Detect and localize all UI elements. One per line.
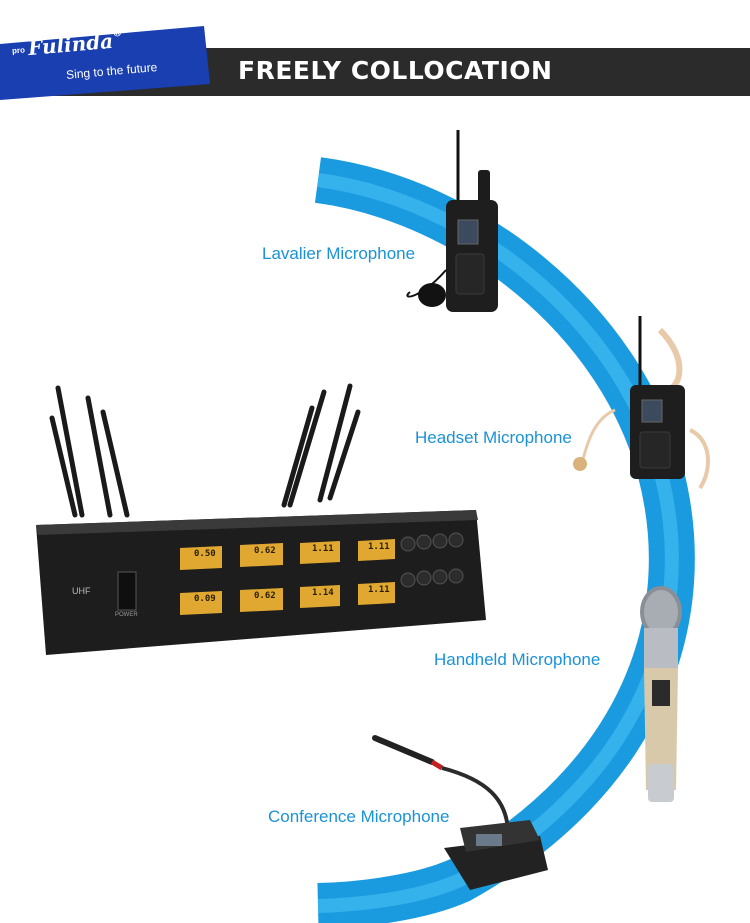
label-handheld-microphone: Handheld Microphone (434, 650, 601, 669)
label-headset-microphone: Headset Microphone (415, 428, 572, 447)
receiver-knobs (400, 532, 464, 588)
brand-registered: ® (111, 27, 123, 40)
logo-banner (0, 26, 210, 100)
lcd-readout-1: 0.50 (194, 549, 216, 559)
lcd-readout-8: 1.11 (368, 585, 390, 595)
receiver-displays (180, 539, 395, 615)
lavalier-transmitter (406, 130, 498, 312)
headset-transmitter (573, 316, 711, 490)
lcd-readout-6: 0.62 (254, 591, 276, 601)
lcd-readout-5: 0.09 (194, 594, 216, 604)
label-lavalier-microphone: Lavalier Microphone (262, 244, 416, 263)
receiver-antennas (49, 383, 361, 518)
label-conference-microphone: Conference Microphone (268, 807, 450, 826)
page-title: FREELY COLLOCATION (238, 56, 553, 85)
receiver-badge: UHF (72, 586, 91, 596)
receiver-power-label: POWER (115, 612, 138, 618)
brand-prefix: pro (11, 45, 26, 56)
lcd-readout-2: 0.62 (254, 546, 276, 556)
handheld-microphone (640, 586, 682, 802)
lcd-readout-3: 1.11 (312, 544, 334, 554)
lcd-readout-4: 1.11 (368, 542, 390, 552)
lcd-readout-7: 1.14 (312, 588, 334, 598)
conference-microphone (372, 735, 548, 890)
